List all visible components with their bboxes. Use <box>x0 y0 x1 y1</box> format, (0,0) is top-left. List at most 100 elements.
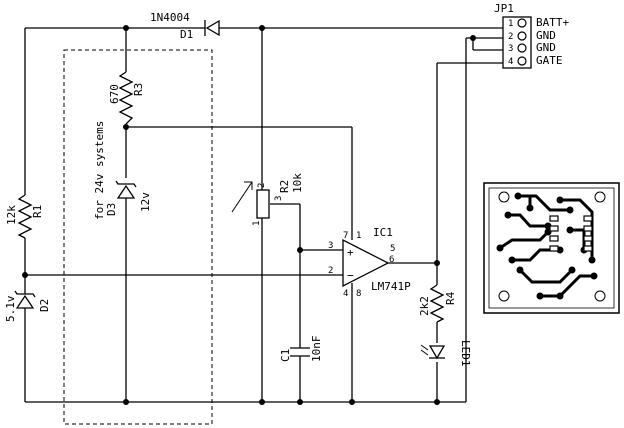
ic1-pin1: 1 <box>356 231 361 241</box>
wires <box>24 27 505 403</box>
r1-value: 12k <box>5 205 18 225</box>
pcb-pad <box>516 266 524 274</box>
pcb-traces <box>499 194 594 298</box>
r2-ref: R2 <box>278 180 291 193</box>
pot-r2-adjust-arrow <box>231 181 253 213</box>
zener-d2: 5.1v D2 <box>4 282 51 322</box>
pcb-pad <box>536 292 544 300</box>
junction-dot <box>259 25 265 31</box>
junction-dot <box>470 35 476 41</box>
resistor-r4-zigzag <box>429 284 445 323</box>
ic1-pin6: 6 <box>389 255 394 265</box>
r2-value: 10k <box>291 173 304 193</box>
pcb-ic-pad <box>549 235 559 242</box>
pcb-pad <box>556 292 564 300</box>
junction-dot <box>349 399 355 405</box>
ic1-value: LM741P <box>371 280 411 293</box>
pcb-trace <box>499 230 550 250</box>
pcb-trace <box>508 213 548 228</box>
d1-ref: D1 <box>180 28 193 41</box>
pcb-mount-hole <box>498 191 510 203</box>
connector-pin-hole <box>517 56 527 66</box>
pcb-ic-pad <box>549 215 559 222</box>
pcb-pad <box>566 226 574 234</box>
connector-pin-hole <box>517 18 527 28</box>
junction-dot <box>297 399 303 405</box>
d2-ref: D2 <box>38 299 51 312</box>
pcb-mount-hole <box>498 290 510 302</box>
pcb-pad <box>504 211 512 219</box>
jp1-pin-label: GND <box>536 29 556 42</box>
jp1-ref: JP1 <box>494 2 514 15</box>
r1-ref: R1 <box>31 205 44 218</box>
resistor-r3: 670 R3 <box>108 71 145 125</box>
led-led1-arrow <box>420 344 429 351</box>
r3-ref: R3 <box>132 83 145 96</box>
pcb-trace <box>518 268 574 284</box>
ic1-plus-sign: + <box>347 246 354 259</box>
opamp-ic1: + − 3 2 7 1 5 6 4 8 IC1 LM741P <box>328 226 411 299</box>
pcb-pad <box>588 256 596 264</box>
pcb-pad <box>526 204 534 212</box>
pcb-pads <box>496 192 598 300</box>
ic1-pin2: 2 <box>328 266 333 276</box>
pcb-pad <box>568 266 576 274</box>
pcb-inner-border <box>488 187 615 309</box>
pcb-ic-pad <box>583 245 593 252</box>
jp1-pin-label: GATE <box>536 54 563 67</box>
jp1-pin-label: GND <box>536 41 556 54</box>
pot-r2-body <box>256 189 270 219</box>
resistor-r3-zigzag <box>118 71 134 125</box>
zener-d3: D3 12v <box>105 180 152 216</box>
r3-value: 670 <box>108 84 121 104</box>
jp1-pin-num: 4 <box>508 57 513 67</box>
pot-r2-arrow-head <box>244 181 253 190</box>
resistor-r1-zigzag <box>17 194 33 239</box>
connector-pin-hole <box>517 43 527 53</box>
zener-d2-triangle <box>15 294 35 309</box>
junction-dot <box>123 124 129 130</box>
diode-d1: 1N4004 D1 <box>150 11 220 41</box>
pcb-pad <box>496 244 504 252</box>
r4-value: 2k2 <box>418 296 431 316</box>
junction-dot <box>259 399 265 405</box>
pcb-mount-hole <box>594 290 606 302</box>
pcb-pad <box>556 196 564 204</box>
pcb-pad <box>508 256 516 264</box>
pcb-pad <box>590 272 598 280</box>
pcb-ic-pad <box>549 245 559 252</box>
led1-ref: LED1 <box>459 340 472 367</box>
junction-dot <box>434 260 440 266</box>
pcb-ic-footprint <box>549 215 593 252</box>
ic1-minus-sign: − <box>347 269 354 282</box>
junctions <box>22 25 476 405</box>
opamp-ic1-body <box>342 238 390 288</box>
d3-ref: D3 <box>105 203 118 216</box>
d1-value: 1N4004 <box>150 11 190 24</box>
c1-ref: C1 <box>279 349 292 362</box>
capacitor-c1: C1 10nF <box>279 336 323 363</box>
pcb-trace <box>540 274 594 298</box>
resistor-r4: 2k2 R4 <box>418 284 457 323</box>
ic1-ref: IC1 <box>373 226 393 239</box>
junction-dot <box>434 399 440 405</box>
diode-d1-triangle <box>205 19 220 37</box>
ic1-pin3: 3 <box>328 241 333 251</box>
pcb-ic-pad <box>549 225 559 232</box>
r2-pin2: 2 <box>257 183 267 188</box>
zener-d3-triangle <box>116 184 136 199</box>
optional-24v-box <box>63 49 213 425</box>
junction-dot <box>123 25 129 31</box>
pcb-layout-image <box>483 182 620 314</box>
led-led1-triangle <box>428 345 446 360</box>
c1-value: 10nF <box>310 336 323 363</box>
pcb-trace <box>518 194 570 212</box>
led-led1: LED1 <box>420 340 472 367</box>
jp1-pin-label: BATT+ <box>536 16 569 29</box>
potentiometer-r2: 2 1 3 R2 10k <box>231 173 304 226</box>
r4-ref: R4 <box>444 291 457 305</box>
ic1-pin7: 7 <box>343 231 348 241</box>
connector-pin-hole <box>517 31 527 41</box>
